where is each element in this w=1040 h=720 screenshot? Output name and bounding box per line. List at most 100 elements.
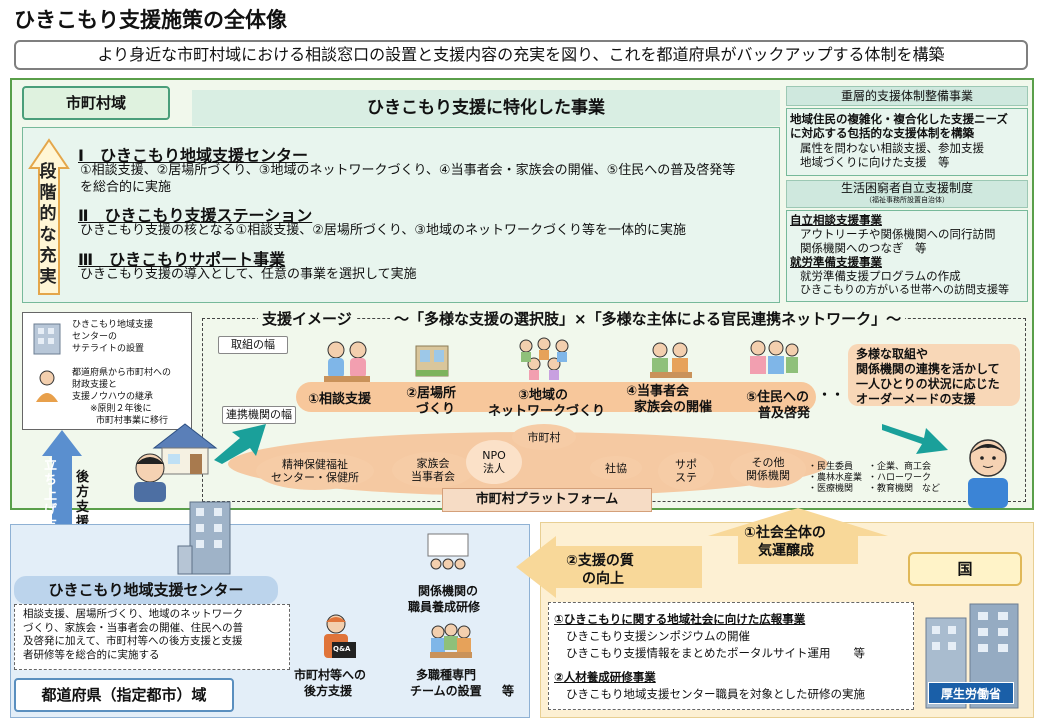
multi-line-2: に対応する包括的な支援体制を構築: [790, 126, 974, 140]
meeting-people-icon: [650, 342, 692, 378]
center-building-icon: [177, 501, 231, 575]
specialized-header: ひきこもり支援に特化した事業: [192, 90, 780, 126]
arrow2-l2: の向上: [582, 571, 624, 587]
speech-l2: 関係機関の連携を活かして: [856, 362, 1000, 376]
speech-l1: 多様な取組や: [856, 347, 929, 361]
pref-desc-l3: 及啓発に加えて、市町村等への後方支援と支援: [23, 635, 243, 647]
item-consultation: ①相談支援: [308, 392, 372, 407]
support-image-slogan: ～「多様な支援の選択肢」×「多様な主体による官民連携ネットワーク」～: [390, 308, 906, 329]
node-family: 家族会 当事者会: [392, 452, 474, 488]
training-l2: 職員養成研修: [408, 600, 481, 614]
platform-label: 市町村プラットフォーム: [442, 488, 652, 512]
torikumi-label: 取組の幅: [218, 336, 288, 354]
pref-desc-l2: づくり、家族会・当事者会の開催、住民への普: [23, 621, 244, 634]
prefecture-description: 相談支援、居場所づくり、地域のネットワーク づくり、家族会・当事者会の開催、住民…: [14, 604, 290, 670]
activities-band: [296, 382, 816, 412]
node-other-label: その他 関係機関: [746, 456, 790, 482]
item-network-l1: ③地域の: [518, 388, 569, 403]
community-people-icon: [519, 337, 569, 380]
item-network-l2: ネットワークづくり: [488, 404, 606, 419]
step-up-arrow-icon: [28, 138, 70, 295]
node-shakyo-label: 社協: [605, 461, 627, 475]
multi-line-4: 地域づくりに向けた支援 等: [800, 155, 950, 169]
satellite-item2-l1: 都道府県から市町村への: [72, 368, 172, 378]
speech-l4: オーダーメードの支援: [856, 392, 976, 406]
arrow1-l1: ①社会全体の: [744, 525, 826, 541]
satellite-item2-l3: 支援ノウハウの継承: [72, 392, 154, 402]
specialized-programs-box: [22, 127, 780, 303]
pref-desc-l1: 相談支援、居場所づくり、地域のネットワーク: [23, 608, 244, 620]
nat-line-3: ひきこもり支援情報をまとめたポータルサイト運用 等: [566, 646, 865, 660]
arrow-left-national-icon: [516, 536, 702, 598]
arrow1-l2: 気運醸成: [758, 543, 814, 559]
node-mental-health-label: 精神保健福祉 センター・保健所: [271, 458, 359, 484]
training-l1: 関係機関の: [418, 584, 479, 598]
worried-person-icon: [134, 453, 166, 502]
life-line-6: ひきこもりの方がいる世帯への訪問支援等: [800, 283, 1009, 296]
life-line-2: アウトリーチや関係機関への同行訪問: [800, 227, 996, 241]
team-suffix: 等: [502, 684, 515, 698]
node-saposute: サポ ステ: [658, 452, 714, 490]
satellite-item1-l2: センターの: [72, 332, 118, 342]
others-1: ・民生委員: [808, 462, 854, 472]
satellite-item1-l1: ひきこもり地域支援: [72, 320, 154, 330]
satellite-item2-l2: 財政支援と: [72, 380, 118, 390]
prefecture-center-title: ひきこもり地域支援センター: [14, 576, 278, 604]
qa-person-icon: [324, 614, 356, 658]
speech-l3: 一人ひとりの状況に応じた: [856, 377, 1000, 391]
node-mental-health-l2: センター・保健所: [271, 471, 359, 484]
multi-line-3: 属性を問わない相談支援、参加支援: [800, 141, 984, 155]
satellite-note-l2: 市町村事業に移行: [96, 416, 169, 426]
life-support-box: [786, 210, 1028, 302]
program-3-desc: ひきこもり支援の導入として、任意の事業を選択して実施: [80, 267, 417, 282]
program-2-desc: ひきこもり支援の核となる①相談支援、②居場所づくり、③地域のネットワークづくり等…: [80, 223, 687, 238]
nat-line-1: ①ひきこもりに関する地域社会に向けた広報事業: [554, 612, 806, 626]
item-ellipsis: ・・・: [818, 388, 858, 403]
team-icon: [430, 623, 472, 658]
node-other-l2: 関係機関: [746, 469, 790, 482]
backup-l2: 後方支援: [304, 684, 353, 698]
node-saposute-l2: ステ: [675, 471, 697, 484]
node-npo-l2: 法人: [483, 462, 505, 475]
teal-arrow-right-icon: [882, 424, 948, 454]
residents-icon: [750, 340, 799, 374]
node-shakyo: 社協: [590, 456, 642, 480]
node-mental-health: 精神保健福祉 センター・保健所: [256, 452, 374, 490]
node-family-label: 家族会 当事者会: [411, 457, 455, 483]
item-meeting-l1: ④当事者会: [626, 384, 690, 399]
node-municipality-label: 市町村: [527, 430, 561, 444]
node-municipality: 市町村: [512, 424, 576, 450]
nat-line-2: ひきこもり支援シンポジウムの開催: [566, 629, 750, 643]
node-saposute-l1: サポ: [675, 458, 697, 471]
nat-line-4: ②人材養成研修事業: [554, 670, 656, 684]
node-npo-label: NPO 法人: [482, 449, 506, 475]
life-support-sub: （福祉事務所設置自治体）: [865, 196, 949, 204]
life-line-3: 関係機関へのつなぎ 等: [800, 241, 927, 255]
multi-layer-box: [786, 108, 1028, 176]
node-other: その他 関係機関: [730, 450, 806, 488]
renkei-label: 連携機関の幅: [222, 406, 296, 424]
program-2-heading: Ⅱ ひきこもり支援ステーション: [78, 206, 313, 225]
program-1-desc-1: ①相談支援、②居場所づくり、③地域のネットワークづくり、④当事者会・家族会の開催…: [80, 163, 736, 178]
rear-support-label: 後方支援: [76, 470, 90, 530]
life-support-header: 生活困窮者自立支援制度 （福祉事務所設置自治体）: [786, 180, 1028, 208]
item-awareness-l1: ⑤住民への: [746, 390, 810, 405]
item-place-l1: ②居場所: [406, 386, 457, 401]
support-image-title: 支援イメージ: [258, 308, 356, 329]
life-support-title: 生活困窮者自立支援制度: [840, 181, 973, 195]
node-npo-l1: NPO: [482, 449, 506, 462]
others-6: ・教育機関 など: [868, 484, 941, 494]
life-line-1: 自立相談支援事業: [790, 213, 882, 227]
others-3: ・医療機関: [808, 484, 854, 494]
team-l2: チームの設置: [410, 684, 482, 698]
consultation-people-icon: [324, 341, 370, 382]
node-npo: NPO 法人: [466, 440, 522, 484]
building-icon: [33, 323, 61, 355]
person-icon: [968, 439, 1008, 508]
others-2: ・農林水産業: [808, 473, 863, 483]
training-icon: [427, 533, 469, 570]
team-l1: 多職種専門: [416, 668, 477, 682]
node-mental-health-l1: 精神保健福祉: [282, 458, 348, 471]
page-subtitle: より身近な市町村域における相談窓口の設置と支援内容の充実を図り、これを都道府県が…: [14, 40, 1028, 70]
node-family-l1: 家族会: [416, 457, 450, 470]
